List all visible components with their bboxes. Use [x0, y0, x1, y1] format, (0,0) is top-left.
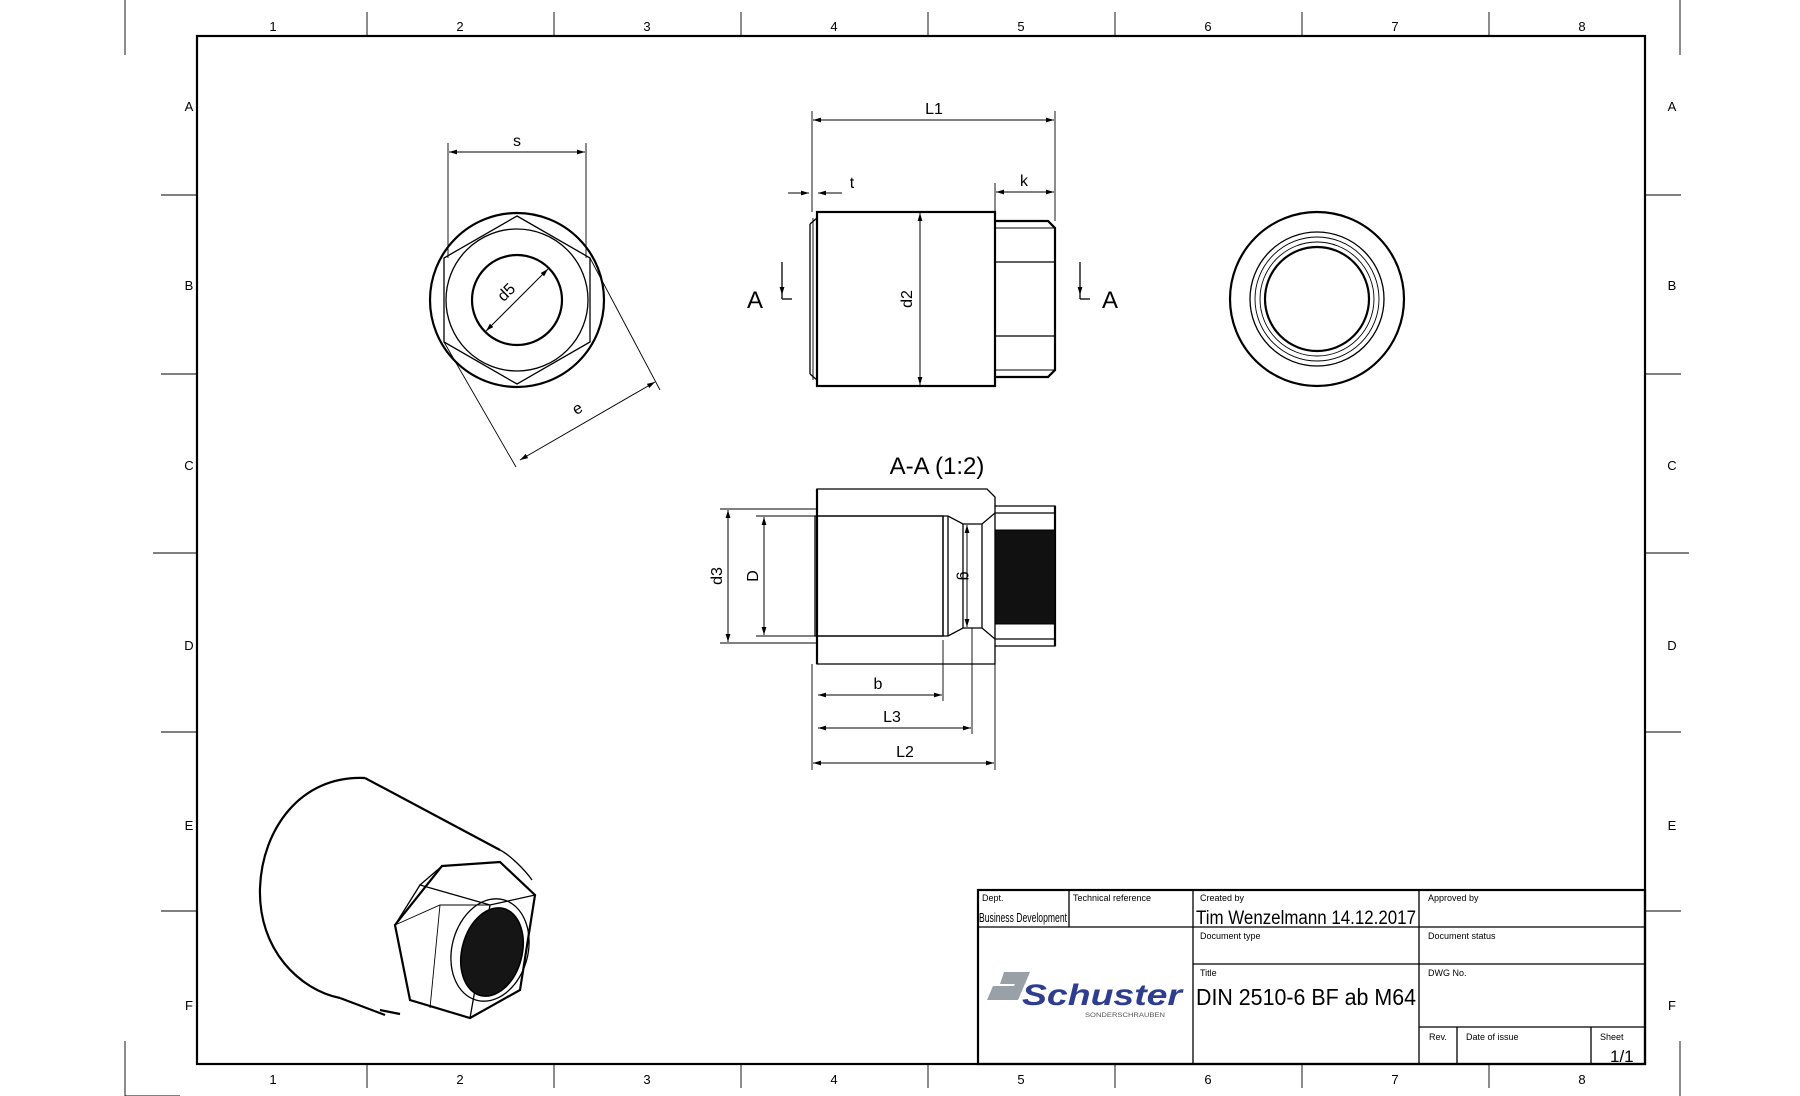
col-label: 5	[1017, 1072, 1024, 1087]
date-of-issue-label: Date of issue	[1466, 1032, 1519, 1042]
sheet-value: 1/1	[1610, 1047, 1634, 1066]
row-label: F	[1668, 998, 1676, 1013]
dim-s-label: s	[513, 133, 521, 150]
row-label: E	[1668, 818, 1677, 833]
col-label: 4	[830, 1072, 837, 1087]
created-by-value: Tim Wenzelmann 14.12.2017	[1196, 908, 1416, 929]
col-label: 7	[1391, 1072, 1398, 1087]
row-label: B	[1668, 278, 1677, 293]
row-label: B	[185, 278, 194, 293]
row-label: E	[185, 818, 194, 833]
col-label: 2	[456, 19, 463, 34]
created-by-label: Created by	[1200, 893, 1245, 903]
col-label: 5	[1017, 19, 1024, 34]
dept-value: Business Development	[979, 910, 1067, 925]
column-labels: 1 2 3 4 5 6 7 8 1 2 3 4 5 6 7 8	[269, 19, 1585, 1087]
dim-t-label: t	[850, 175, 855, 192]
row-label: D	[1667, 638, 1676, 653]
logo-s-swoosh-icon	[987, 972, 1030, 1000]
col-label: 1	[269, 1072, 276, 1087]
company-logo: Schuster SONDERSCHRAUBEN	[987, 972, 1185, 1019]
tech-ref-label: Technical reference	[1073, 893, 1151, 903]
col-label: 6	[1204, 1072, 1211, 1087]
row-label: A	[185, 99, 194, 114]
section-mark-right: A	[1102, 287, 1118, 314]
dim-D-label: D	[745, 570, 762, 582]
dim-L1-label: L1	[925, 101, 943, 118]
col-label: 7	[1391, 19, 1398, 34]
dim-L3-label: L3	[883, 709, 901, 726]
col-label: 6	[1204, 19, 1211, 34]
col-label: 8	[1578, 1072, 1585, 1087]
col-label: 4	[830, 19, 837, 34]
section-mark-left: A	[747, 287, 763, 314]
col-label: 2	[456, 1072, 463, 1087]
title-value: DIN 2510-6 BF ab M64	[1196, 984, 1416, 1010]
col-label: 1	[269, 19, 276, 34]
row-label: C	[184, 458, 193, 473]
dim-e-label: e	[570, 399, 586, 418]
dim-k-label: k	[1020, 173, 1029, 190]
row-labels: A B C D E F A B C D E F	[184, 99, 1676, 1013]
col-label: 3	[643, 1072, 650, 1087]
sheet-frame	[124, 0, 1689, 1096]
title-label: Title	[1200, 968, 1217, 978]
rear-view	[1228, 210, 1406, 388]
doc-status-label: Document status	[1428, 931, 1496, 941]
side-view: L1 t k d2 A A	[747, 101, 1118, 388]
rev-label: Rev.	[1429, 1032, 1447, 1042]
section-title: A-A (1:2)	[890, 453, 985, 480]
dwg-no-label: DWG No.	[1428, 968, 1467, 978]
row-label: F	[185, 998, 193, 1013]
logo-subtitle: SONDERSCHRAUBEN	[1085, 1012, 1165, 1019]
dim-b-label: b	[874, 676, 883, 693]
title-block: Dept. Business Development Technical ref…	[976, 888, 1647, 1066]
logo-name: Schuster	[1022, 979, 1185, 1012]
dim-d3-label: d3	[709, 567, 726, 585]
approved-by-label: Approved by	[1428, 893, 1479, 903]
dept-label: Dept.	[982, 893, 1004, 903]
row-label: C	[1667, 458, 1676, 473]
col-label: 3	[643, 19, 650, 34]
isometric-view	[258, 776, 537, 1020]
col-label: 8	[1578, 19, 1585, 34]
doc-type-label: Document type	[1200, 931, 1261, 941]
dim-L2-label: L2	[896, 744, 914, 761]
section-view: A-A (1:2) d3 D g b L3	[709, 453, 1057, 770]
dim-d2-label: d2	[899, 290, 916, 308]
row-label: D	[184, 638, 193, 653]
front-view-hex: s d5 e	[428, 133, 661, 468]
row-label: A	[1668, 99, 1677, 114]
dim-g-label: g	[956, 572, 973, 581]
sheet-label: Sheet	[1600, 1032, 1624, 1042]
